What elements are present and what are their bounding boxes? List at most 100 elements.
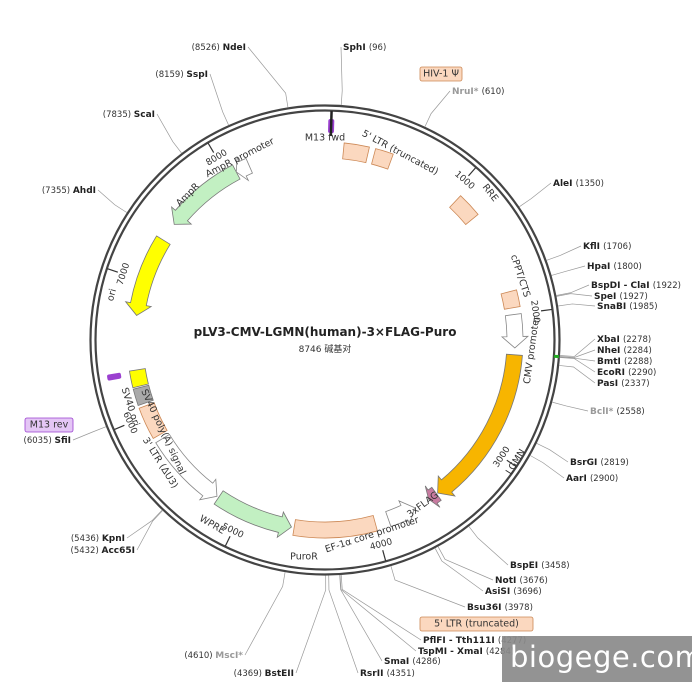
scale-tick [224,535,231,547]
site-leader [72,426,107,441]
restriction-site-nrui-: NruI* (610) [452,87,504,97]
site-leader [551,265,586,276]
restriction-site-tspmi-xmai: TspMI - XmaI (4284) [418,647,514,657]
site-leader [295,575,327,674]
restriction-site-ndei: (8526) NdeI [192,43,246,53]
scale-tick [382,550,387,561]
primer-m13-rev [107,372,122,381]
backbone-outer [89,104,561,576]
feature-wpre [155,433,218,501]
site-leader [209,73,229,126]
restriction-site-sspi: (8159) SspI [155,70,208,80]
feature-label: M13 fwd [305,133,345,144]
feature-3xflag [424,485,442,508]
site-leader [434,548,484,592]
restriction-site-nhei: NheI (2284) [597,346,652,356]
restriction-site-aari: AarI (2900) [566,474,618,484]
scale-tick [506,459,517,467]
site-leader [556,293,593,297]
restriction-site-bcli-: BclI* (2558) [590,407,645,417]
restriction-site-bspei: BspEI (3458) [510,561,570,571]
site-leader [557,303,596,307]
site-leader [559,365,596,384]
feature-3-ltr-u3- [138,402,168,440]
restriction-site-bsu36i: Bsu36I (3978) [467,603,533,613]
restriction-site-snabi: SnaBI (1985) [597,302,658,312]
feature-sv40-poly-a-signal [132,384,154,407]
feature-cmv-promoter [500,313,530,349]
backbone-inner [94,109,556,571]
watermark: biogege.com [502,636,700,682]
site-leader [530,455,565,479]
restriction-site-rsrii: RsrII (4351) [360,669,415,679]
site-leader [340,574,422,641]
site-leader [424,90,451,127]
scale-tick-label: 2000 [528,300,541,324]
label-box-text: 5' LTR (truncated) [434,619,519,630]
site-leader [339,574,417,652]
restriction-site-bmti: BmtI (2288) [597,357,652,367]
site-leader [156,113,182,154]
restriction-site-xbai: XbaI (2278) [597,335,651,345]
restriction-site-bsteii: (4369) BstEII [234,669,294,679]
feature-label: CMV promoter [522,315,542,384]
label-box [419,616,534,632]
scale-tick-label: 1000 [452,169,476,192]
watermark-text: biogege.com [510,640,700,674]
restriction-site-spei: SpeI (1927) [594,292,648,302]
site-leader [559,338,596,357]
feature-ampr [171,164,241,225]
restriction-site-msci-: (4610) MscI* [184,651,243,661]
restriction-site-ecori: EcoRI (2290) [597,368,656,378]
site-leader [247,46,289,108]
feature-puror [213,490,292,539]
feature-hiv-1- [371,148,394,170]
plasmid-name: pLV3-CMV-LGMN(human)-3×FLAG-Puro [194,325,457,339]
site-leader [126,509,163,539]
restriction-site-bspdi-clai: BspDI - ClaI (1922) [591,281,681,291]
scale-tick [114,424,125,431]
feature-ef-1-core-promoter [385,500,416,528]
site-leader [340,46,343,106]
scale-tick [107,268,119,273]
site-leader [339,575,383,662]
feature-label: RRE [480,182,501,204]
restriction-site-kpni: (5436) KpnI [71,534,125,544]
feature-puror [292,515,378,539]
scale-tick-label: 7000 [116,261,133,286]
site-leader [536,443,569,463]
site-leader [328,575,359,674]
scale-tick [207,142,215,153]
site-leader [468,526,509,566]
restriction-site-scai: (7835) ScaI [103,110,155,120]
site-leader [437,546,494,581]
restriction-site-kfli: KflI (1706) [583,242,631,252]
feature-ori [124,235,171,316]
site-leader [546,245,582,261]
feature-cppt-cts [500,289,521,310]
feature-label: PuroR [290,552,318,563]
restriction-site-noti: NotI (3676) [495,576,548,586]
restriction-site-sfii: (6035) SfiI [24,436,71,446]
site-leader [390,565,466,608]
scale-tick [468,167,477,177]
site-leader [97,189,128,213]
site-leader [244,572,286,656]
restriction-site-sphi: SphI (96) [343,43,386,53]
feature-sv40-ori [128,368,149,389]
restriction-site-bsrgi: BsrGI (2819) [570,458,629,468]
feature-ampr-promoter [235,156,253,182]
site-leader [552,401,589,412]
plasmid-size: 8746 碱基对 [299,343,352,355]
restriction-site-asisi: AsiSI (3696) [485,587,542,597]
label-box-text: HIV-1 Ψ [423,69,459,80]
feature-lgmn [437,353,523,497]
restriction-site-acc65i: (5432) Acc65I [71,546,135,556]
label-box [419,66,463,82]
site-leader [556,284,590,296]
restriction-site-ahdi: (7355) AhdI [42,186,96,196]
restriction-site-hpai: HpaI (1800) [587,262,642,272]
primer-tick [329,111,333,137]
scale-tick [540,308,553,312]
